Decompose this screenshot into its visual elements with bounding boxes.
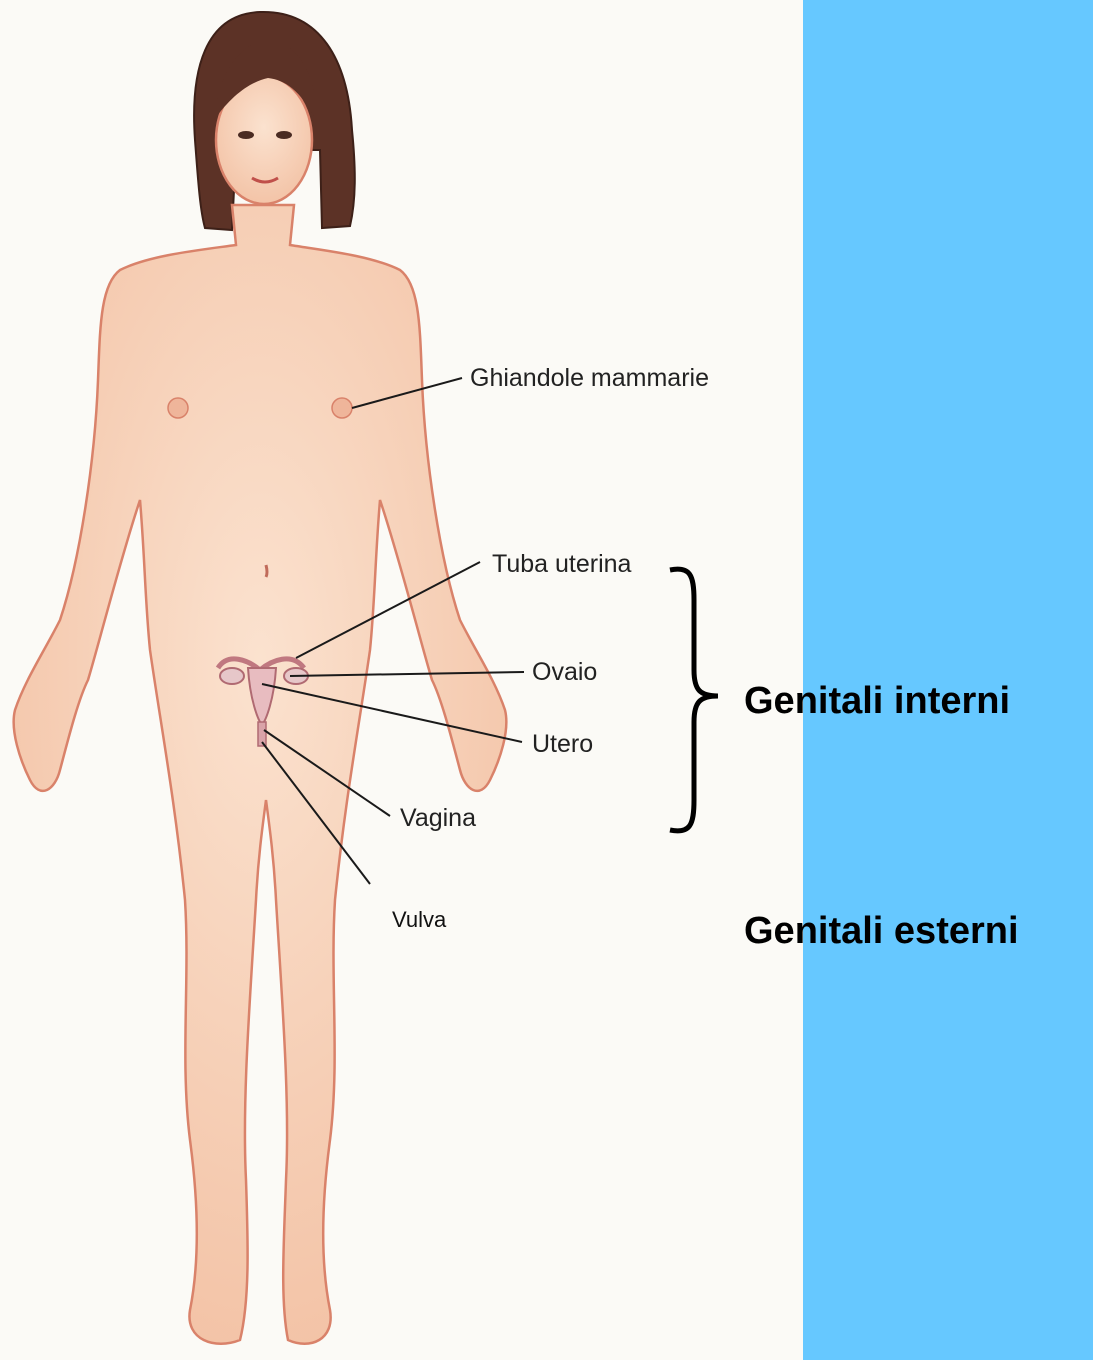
body-silhouette — [14, 205, 507, 1344]
label-vulva: Vulva — [392, 907, 446, 933]
breast-left — [168, 398, 188, 418]
group-internal: Genitali interni — [744, 680, 1010, 723]
internal-bracket — [670, 569, 718, 831]
label-breasts: Ghiandole mammarie — [470, 364, 709, 393]
label-uterus: Utero — [532, 730, 593, 759]
eye-right — [276, 131, 292, 139]
label-tube: Tuba uterina — [492, 550, 631, 579]
label-vagina: Vagina — [400, 804, 476, 833]
navel — [266, 565, 267, 577]
group-external: Genitali esterni — [744, 910, 1019, 953]
label-ovary: Ovaio — [532, 658, 597, 687]
eye-left — [238, 131, 254, 139]
breast-right — [332, 398, 352, 418]
